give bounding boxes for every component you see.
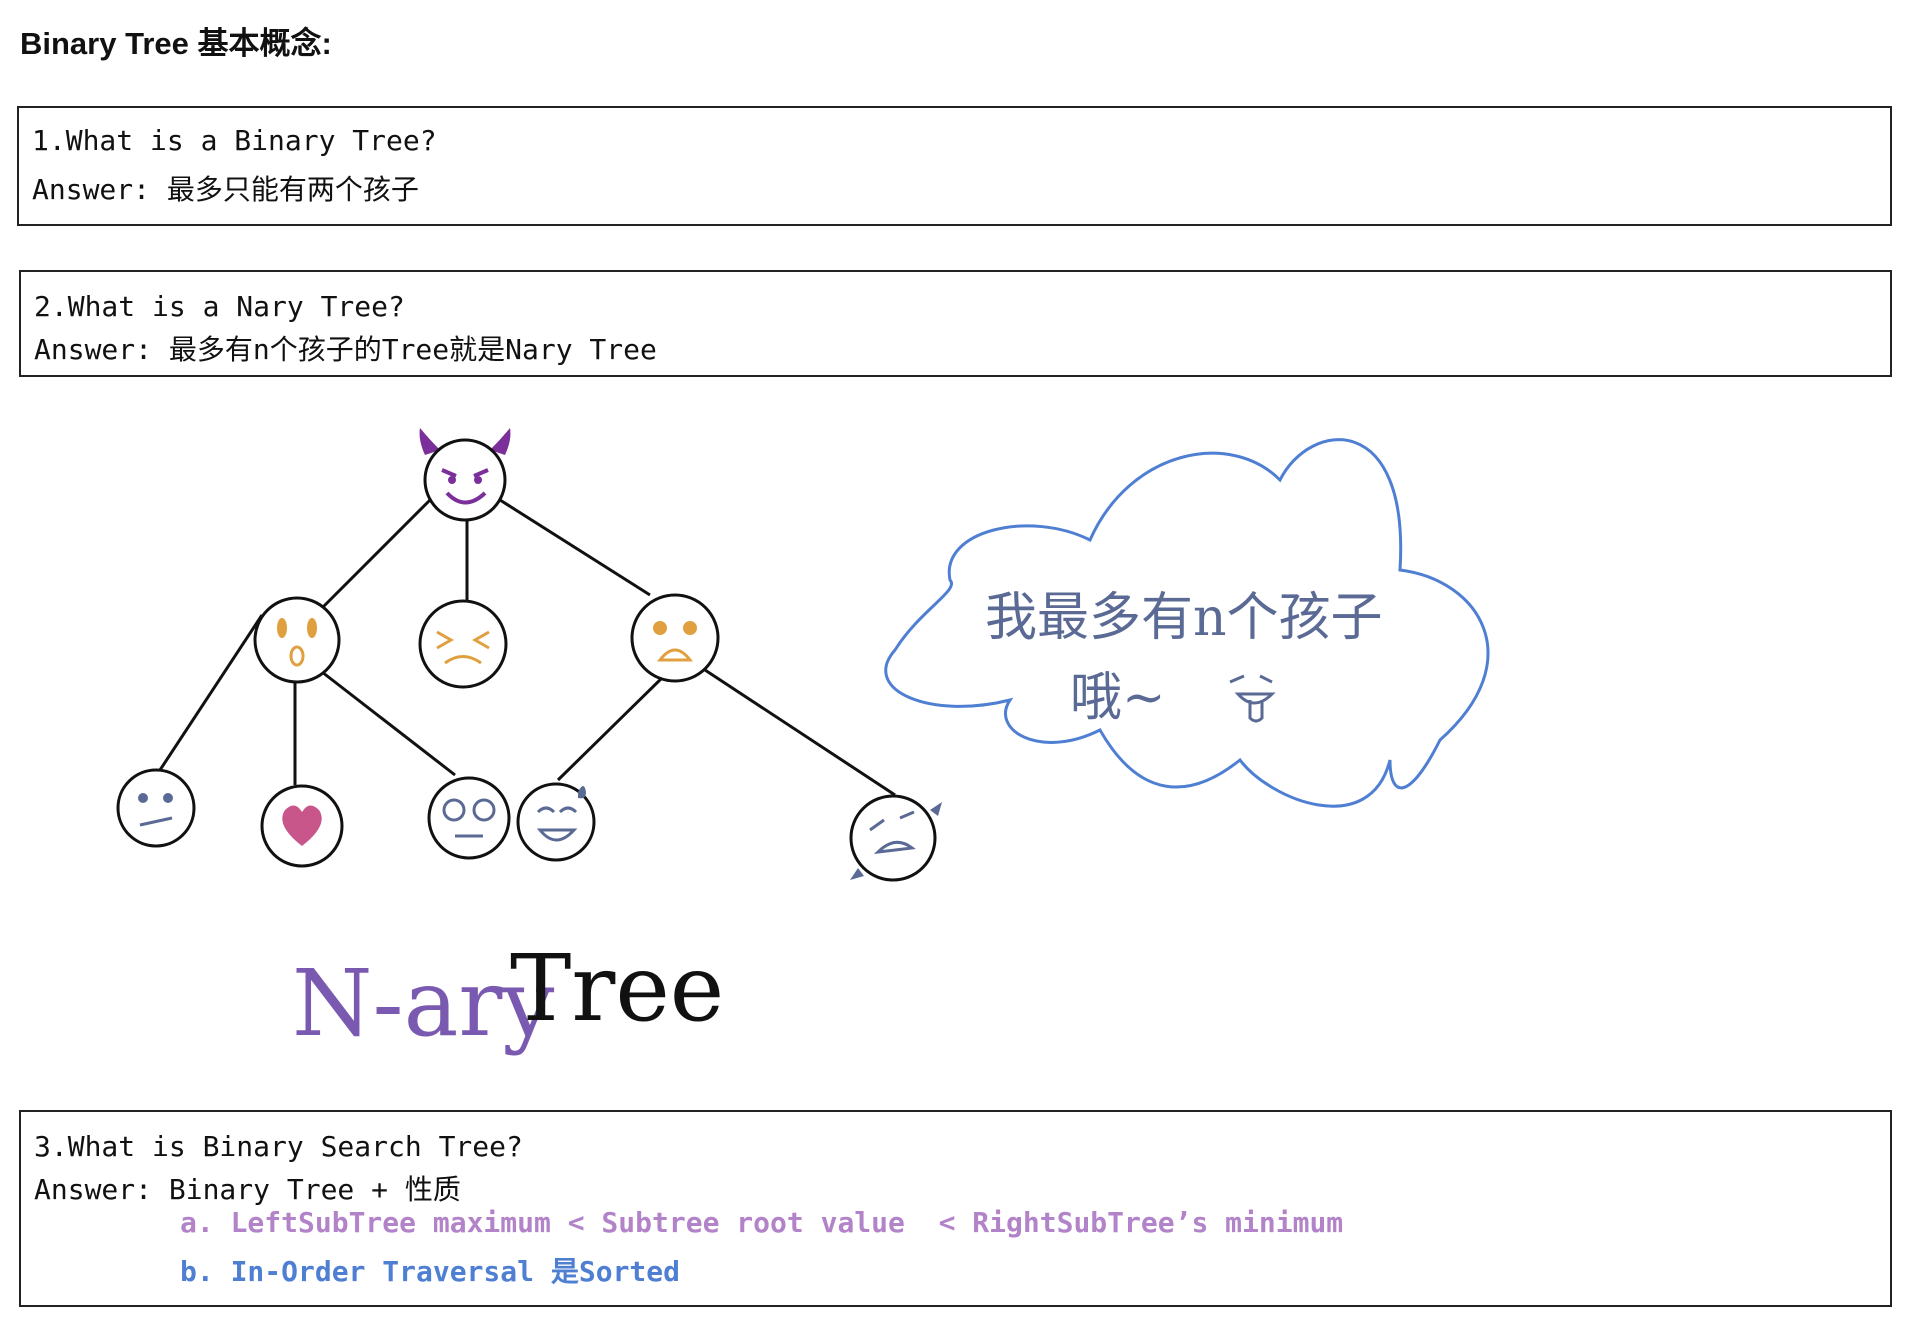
question-box-1 <box>17 106 1892 226</box>
point-a: a. LeftSubTree maximum < Subtree root va… <box>180 1206 1344 1239</box>
question-1: 1.What is a Binary Tree? <box>32 124 437 157</box>
caption-nary: N-ary <box>292 950 554 1057</box>
surprised-face-icon <box>253 596 341 684</box>
caption-tree: Tree <box>510 935 724 1042</box>
speech-cloud <box>884 438 1490 808</box>
question-2: 2.What is a Nary Tree? <box>34 290 405 323</box>
neutral-face-icon <box>116 768 196 848</box>
question-box-3 <box>19 1110 1892 1307</box>
answer-1: Answer: 最多只能有两个孩子 <box>32 173 419 206</box>
page-title: Binary Tree 基本概念: <box>20 26 332 61</box>
rolling-eyes-face-icon <box>427 776 511 860</box>
nary-tree-illustration: 我最多有n个孩子 哦~ N-ary Tree <box>116 428 1490 1057</box>
point-b: b. In-Order Traversal 是Sorted <box>180 1255 681 1288</box>
question-3: 3.What is Binary Search Tree? <box>34 1130 523 1163</box>
answer-2: Answer: 最多有n个孩子的Tree就是Nary Tree <box>34 333 657 366</box>
answer-3: Answer: Binary Tree + 性质 <box>34 1173 461 1206</box>
question-box-2 <box>19 270 1892 377</box>
squint-face-icon <box>418 599 508 689</box>
heart-face-icon <box>260 784 344 868</box>
tree-edges <box>158 498 896 797</box>
laughing-face-icon <box>849 794 942 882</box>
root-devil-face-icon <box>419 428 511 522</box>
frowning-face-icon <box>630 593 720 683</box>
tongue-face-icon <box>1229 674 1276 723</box>
sweat-smile-face-icon <box>516 782 596 862</box>
speech-line-1: 我最多有n个孩子 <box>985 588 1383 648</box>
speech-line-2: 哦~ <box>1070 668 1166 728</box>
